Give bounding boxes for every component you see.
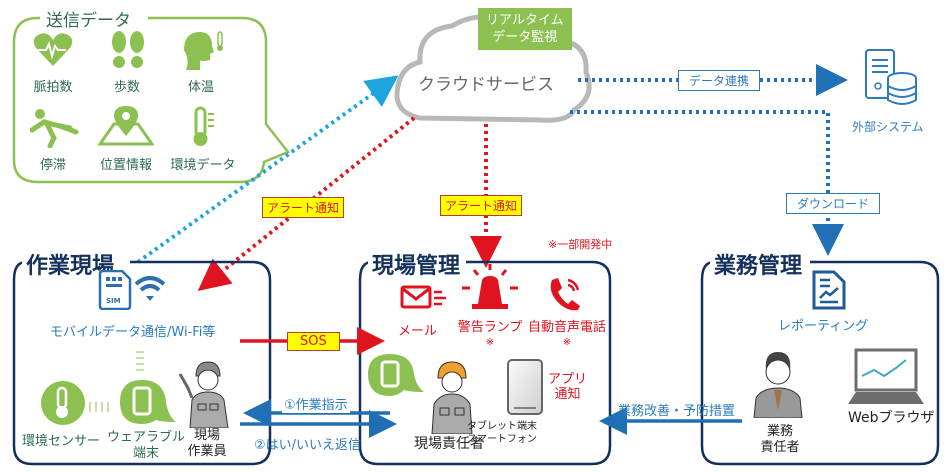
business-manager-label-2: 責任者 [760, 440, 800, 455]
web-browser-laptop-icon [848, 348, 924, 404]
wearable-label-2: 端末 [132, 446, 159, 461]
business-mgmt-title: 業務管理 [710, 248, 807, 280]
phone-note: ※ [562, 337, 572, 348]
in-development-note: ※一部開発中 [548, 238, 613, 251]
lamp-label-text: 警告ランプ [457, 320, 523, 335]
manager-wearable-icon [368, 354, 424, 396]
device-label-1: タブレット端末 [467, 421, 537, 432]
alert-tag-left: アラート通知 [262, 197, 345, 218]
body-temp-label: 体温 [187, 80, 214, 95]
external-system-icon [865, 49, 917, 105]
app-notice-1: アプリ [548, 372, 588, 387]
site-mgmt-box [358, 260, 612, 466]
warning-lamp-label: 警告ランプ ※ [452, 320, 528, 350]
environment-data-label: 環境データ [170, 158, 236, 173]
footprints-icon [112, 31, 144, 68]
site-manager-label: 現場責任者 [414, 436, 484, 452]
app-notification-label: アプリ 通知 [548, 372, 587, 402]
business-manager-icon [753, 352, 803, 418]
auto-phone-label: 自動音声電話 ※ [524, 320, 610, 350]
badge-line-1: リアルタイム [486, 13, 564, 28]
work-instruction-label: ①作業指示 [282, 394, 350, 413]
heart-pulse-icon [33, 33, 73, 66]
site-mgmt-title: 現場管理 [368, 248, 465, 280]
svg-text:SIM: SIM [106, 297, 121, 305]
realtime-monitoring-badge: リアルタイム データ監視 [478, 8, 572, 50]
stagnation-label: 停滞 [39, 158, 66, 173]
falling-person-icon [30, 109, 79, 148]
phone-label-text: 自動音声電話 [527, 320, 606, 335]
warning-lamp-icon [462, 264, 518, 309]
business-manager-label-1: 業務 [766, 424, 793, 439]
wearable-icon [120, 380, 176, 424]
mail-label: メール [398, 324, 438, 339]
device-label: タブレット端末 スマートフォン [462, 420, 542, 446]
business-mgmt-box [700, 260, 940, 466]
data-link-tag: データ連携 [678, 70, 761, 91]
worker-icon [178, 361, 229, 428]
auto-phone-icon [550, 278, 580, 311]
sos-tag: SOS [287, 332, 340, 351]
wearable-label: ウェアラブル 端末 [106, 430, 186, 462]
send-data-title: 送信データ [42, 6, 135, 31]
worker-label: 現場 作業員 [182, 428, 232, 460]
tablet-smartphone-icon [507, 359, 543, 415]
thermometer-icon [193, 106, 214, 146]
mail-icon [400, 285, 446, 309]
env-sensor-icon [41, 381, 85, 425]
worker-label-2: 作業員 [187, 444, 227, 459]
download-tag: ダウンロード [786, 193, 881, 214]
alert-tag-center: アラート通知 [440, 195, 523, 216]
wearable-label-1: ウェアラブル [106, 430, 185, 445]
site-work-box [12, 260, 272, 466]
badge-line-2: データ監視 [492, 30, 558, 45]
worker-label-1: 現場 [193, 428, 220, 443]
device-label-2: スマートフォン [467, 434, 537, 445]
reporting-label: レポーティング [778, 319, 869, 334]
send-data-bubble [12, 16, 290, 184]
location-label: 位置情報 [99, 158, 152, 173]
cloud-service-label: クラウドサービス [418, 75, 554, 95]
site-manager-icon [431, 361, 473, 434]
pulse-label: 脈拍数 [33, 80, 73, 95]
head-thermometer-icon [184, 31, 223, 70]
env-sensor-label: 環境センサー [22, 434, 101, 449]
external-system-label: 外部システム [852, 120, 924, 134]
reply-label: ②はい/いいえ返信 [254, 438, 362, 453]
map-pin-icon [98, 106, 154, 146]
app-notice-2: 通知 [554, 387, 581, 402]
report-icon [812, 270, 846, 310]
comm-label: モバイルデータ通信/Wi-Fi等 [50, 325, 216, 340]
lamp-note: ※ [485, 337, 495, 348]
steps-label: 歩数 [113, 80, 140, 95]
sim-wifi-icon: SIM [98, 270, 166, 310]
web-browser-label: Webブラウザ [848, 410, 935, 426]
improvement-label: 業務改善・予防措置 [618, 404, 736, 419]
business-manager-label: 業務 責任者 [752, 424, 808, 456]
